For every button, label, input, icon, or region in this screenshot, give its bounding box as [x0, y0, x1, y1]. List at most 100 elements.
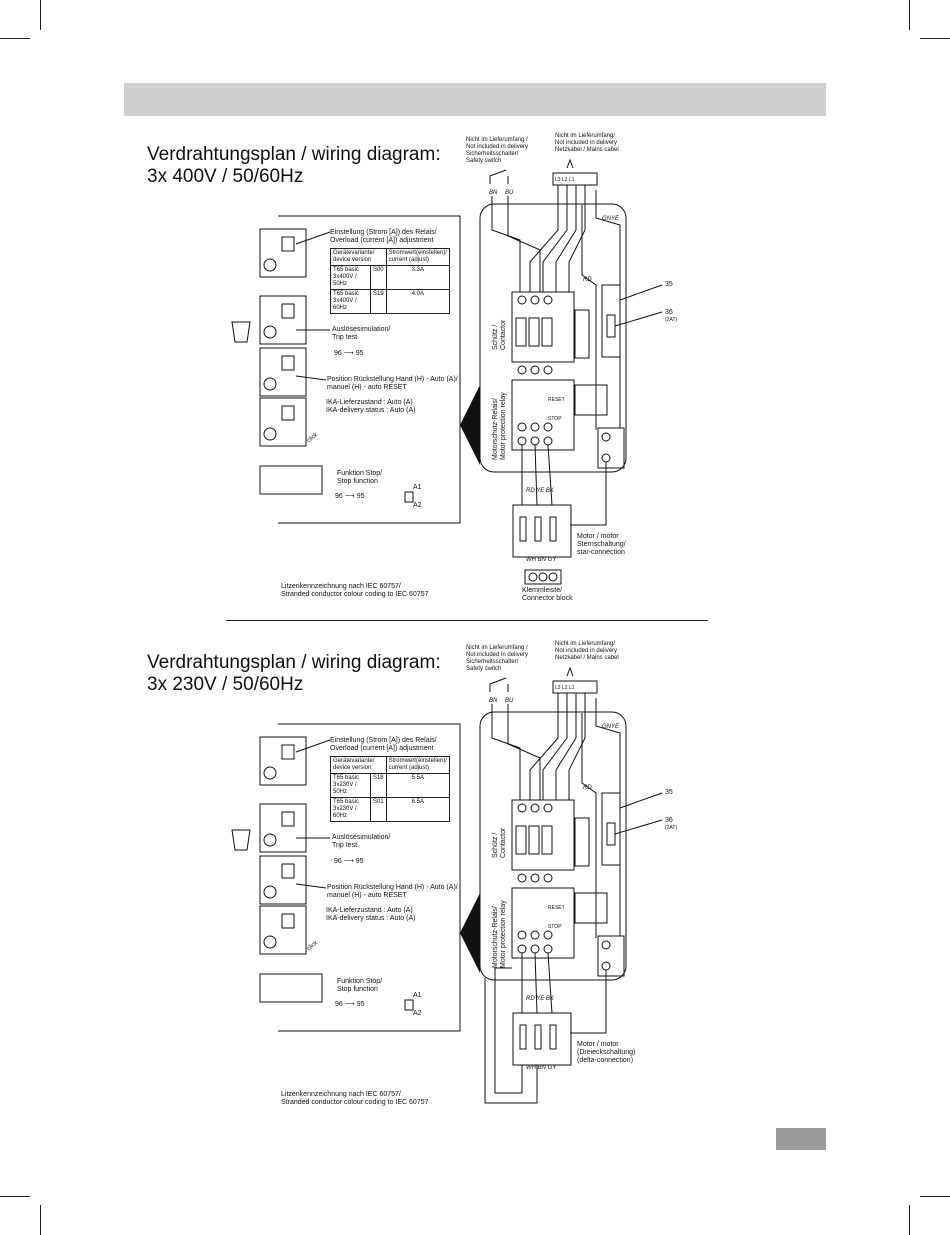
- coil-a1: A1: [413, 992, 422, 999]
- diagram-subtitle: 3x 400V / 50/60Hz: [147, 166, 304, 187]
- wiring-schematic: [231, 666, 663, 1104]
- relay-device-icon: [259, 736, 307, 786]
- adjust-dial-icon: [263, 885, 277, 899]
- fuse: [606, 314, 616, 338]
- wire-label-gnye: GNYE: [602, 724, 620, 730]
- diagram-title: Verdrahtungsplan / wiring diagram:: [147, 144, 441, 165]
- connector-screw: [548, 572, 558, 582]
- delta-loop-wire: [494, 967, 523, 1094]
- crop-mark: [920, 38, 950, 39]
- table-cell-current: 4.0A: [385, 289, 451, 314]
- diagram-subtitle: 3x 230V / 50/60Hz: [147, 674, 304, 695]
- motor-winding: [549, 1024, 557, 1050]
- stop-function-text: Funktion Stop/Stop function: [337, 978, 383, 993]
- contactor-pole: [528, 825, 540, 855]
- note-safety-switch: Nicht im Lieferumfang /Not included in d…: [466, 137, 529, 164]
- adjust-dial-icon: [263, 833, 277, 847]
- switch-wire: [491, 196, 521, 292]
- crop-mark: [909, 1205, 910, 1235]
- switch-wire: [491, 704, 521, 800]
- part-35-label: 35: [665, 281, 673, 288]
- leader-line: [295, 739, 331, 753]
- relay-terminal: [517, 944, 527, 954]
- mains-terminal-block: [552, 680, 598, 694]
- mains-terminal-block: [552, 172, 598, 186]
- relay-block: [511, 887, 575, 959]
- ground-wire: [595, 190, 621, 428]
- stop-device-icon: [259, 465, 323, 495]
- fuse-holder: [601, 284, 621, 358]
- relay-terminal: [543, 436, 553, 446]
- motor-winding: [534, 1024, 542, 1050]
- leader-36: [614, 819, 663, 835]
- contactor-pole: [541, 825, 553, 855]
- earth-terminal-block: [597, 935, 625, 977]
- wiring-schematic: [231, 158, 663, 585]
- motor-winding: [549, 516, 557, 542]
- info-panel-frame: [278, 723, 461, 1032]
- device-window: [281, 405, 295, 421]
- relay-device-icon: [259, 347, 307, 397]
- fuse-rating: (2AT): [665, 317, 678, 323]
- supply-wire: [568, 693, 586, 800]
- crop-mark: [0, 38, 30, 39]
- contactor-terminal: [530, 873, 540, 883]
- reset-position-text: Position Rückstellung Hand (H) - Auto (A…: [327, 376, 458, 391]
- crop-mark: [40, 1205, 41, 1235]
- contactor-pole: [528, 317, 540, 347]
- adjust-dial-icon: [263, 935, 277, 949]
- contactor-block: [511, 291, 575, 363]
- earth-terminal: [601, 940, 611, 950]
- mains-arrow: [566, 666, 574, 677]
- diagram-title: Verdrahtungsplan / wiring diagram:: [147, 652, 441, 673]
- motor-winding: [519, 1024, 527, 1050]
- contactor-terminal: [543, 295, 553, 305]
- relay-device-icon: [259, 295, 307, 345]
- terminal-labels: L3 L2 L1: [555, 685, 575, 691]
- relay-device-icon: [259, 228, 307, 278]
- adjust-dial-icon: [263, 766, 277, 780]
- connector-block-label: Klemmleiste/Connector block: [522, 587, 573, 602]
- relay-terminal: [543, 930, 553, 940]
- relay-terminal: [530, 944, 540, 954]
- overload-setting-text: Einstellung (Strom [A]) des Relais/Overl…: [330, 737, 437, 752]
- contactor-block: [511, 799, 575, 871]
- supply-wire: [529, 693, 559, 800]
- relay-terminal: [530, 930, 540, 940]
- contactor-aux: [574, 817, 590, 867]
- crop-mark: [0, 1196, 30, 1197]
- trash-icon: [231, 829, 251, 851]
- adjust-dial-icon: [263, 325, 277, 339]
- contactor-terminal: [517, 295, 527, 305]
- trip-test-text: Auslösesimulation/Trip test: [332, 326, 391, 341]
- wire-label-bu: BU: [505, 698, 514, 704]
- supply-wire: [555, 693, 577, 800]
- stop-device-icon: [259, 973, 323, 1003]
- connector-screw: [528, 572, 538, 582]
- rd-wire: [581, 713, 597, 938]
- adjust-dial-icon: [263, 377, 277, 391]
- leader-line: [295, 231, 331, 245]
- relay-terminal: [517, 436, 527, 446]
- device-window: [281, 236, 295, 252]
- coil-symbol: [404, 491, 414, 503]
- connection-type-label: Sternschaltung/star-connection: [577, 541, 626, 556]
- leader-35: [619, 792, 663, 809]
- supply-wire: [542, 185, 568, 292]
- relay-terminal: [530, 436, 540, 446]
- contactor-terminal: [530, 365, 540, 375]
- adjust-dial-icon: [263, 427, 277, 441]
- ground-wire: [595, 698, 621, 936]
- wire-label-rd: RD: [583, 785, 592, 791]
- device-window: [281, 303, 295, 319]
- motor-earth-wire: [570, 462, 607, 526]
- crop-mark: [920, 1196, 950, 1197]
- supply-wire: [555, 185, 577, 292]
- motor-label: Motor / motor: [577, 1041, 619, 1048]
- motor-bottom-wire-labels: WH BN GY: [526, 557, 557, 563]
- delivery-status-text: IKA-Lieferzustand : Auto (A)IKA-delivery…: [326, 399, 416, 414]
